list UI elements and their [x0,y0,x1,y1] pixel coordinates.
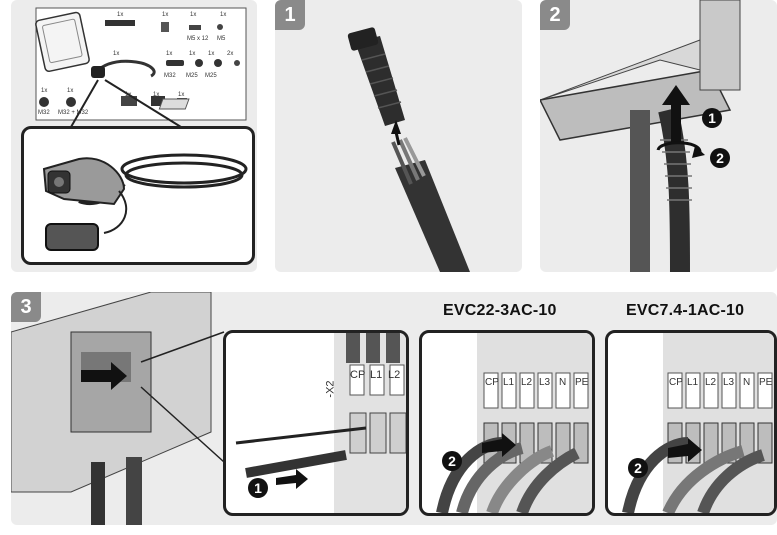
terminal-label-1: L1 [503,377,515,388]
step-number: 2 [540,0,570,30]
callout-2: 2 [442,451,462,471]
kit-sublabel: M32 [38,110,50,116]
kit-label: 1x [208,51,215,57]
terminal-label-3: L3 [723,377,735,388]
terminal-label-1: L1 [370,369,383,381]
terminal-label-2: L2 [388,369,401,381]
terminal-label-5: PE [759,377,773,388]
step-number: 3 [11,292,41,322]
model-title-b: EVC7.4-1AC-10 [626,302,745,319]
terminal-label-3: L3 [539,377,551,388]
kit-sublabel: M32 [164,73,176,79]
screwdriver-terminal-illustration [235,333,406,513]
terminal-detail-3ac: CP L1 L2 L3 N PE 2 [419,330,595,516]
kit-label: 1x [166,51,173,57]
kit-label: 1x [153,92,160,98]
cable-gland-illustration [347,27,470,272]
callout-2: 2 [628,458,648,478]
charging-plug-inset [21,126,255,265]
charging-plug-illustration [42,153,248,251]
callout-1: 1 [248,478,268,498]
terminal-detail-screwdriver: -X2 CP L1 L2 1 [223,330,409,516]
kit-label: 1x [41,88,48,94]
terminal-prefix: -X2 [324,380,337,398]
callout-1: 1 [702,108,722,128]
kit-sublabel: M32 + M32 [58,110,89,116]
kit-sublabel: M5 [217,36,226,42]
kit-label: 1x [113,51,120,57]
callout-2: 2 [710,148,730,168]
three-phase-wiring-illustration [436,333,592,513]
terminal-label-2: L2 [521,377,533,388]
kit-label: 1x [162,12,169,18]
kit-label: 1x [67,88,74,94]
kit-sublabel: M25 [205,73,217,79]
kit-label: 1x [220,12,227,18]
step-3-panel: 3 -X2 CP L1 L2 1 EVC22-3AC-10 [11,292,777,525]
kit-sublabel: M5 x 12 [187,36,209,42]
terminal-label-5: PE [575,377,589,388]
terminal-label-2: L2 [705,377,717,388]
terminal-label-4: N [743,377,751,388]
kit-label: 1x [125,92,132,98]
kit-label: 1x [189,51,196,57]
kit-label: 1x [190,12,197,18]
kit-label: 2x [227,51,234,57]
step-1-panel: 1 [275,0,522,272]
kit-contents-panel [11,0,257,272]
kit-sublabel: M25 [186,73,198,79]
kit-contents-illustration [35,7,247,128]
single-phase-wiring-illustration [622,333,774,513]
kit-label: 1x [178,92,185,98]
step-number: 1 [275,0,305,30]
terminal-label-4: N [559,377,567,388]
terminal-label-0: CP [350,369,366,381]
terminal-label-0: CP [485,377,499,388]
kit-label: 1x [117,12,124,18]
wiring-overview-illustration [11,292,225,525]
gland-mount-illustration [540,0,741,272]
model-title-a: EVC22-3AC-10 [443,302,557,319]
terminal-label-0: CP [669,377,683,388]
terminal-label-1: L1 [687,377,699,388]
step-2-panel: 2 1 2 [540,0,777,272]
terminal-detail-1ac: CP L1 L2 L3 N PE 2 [605,330,777,516]
